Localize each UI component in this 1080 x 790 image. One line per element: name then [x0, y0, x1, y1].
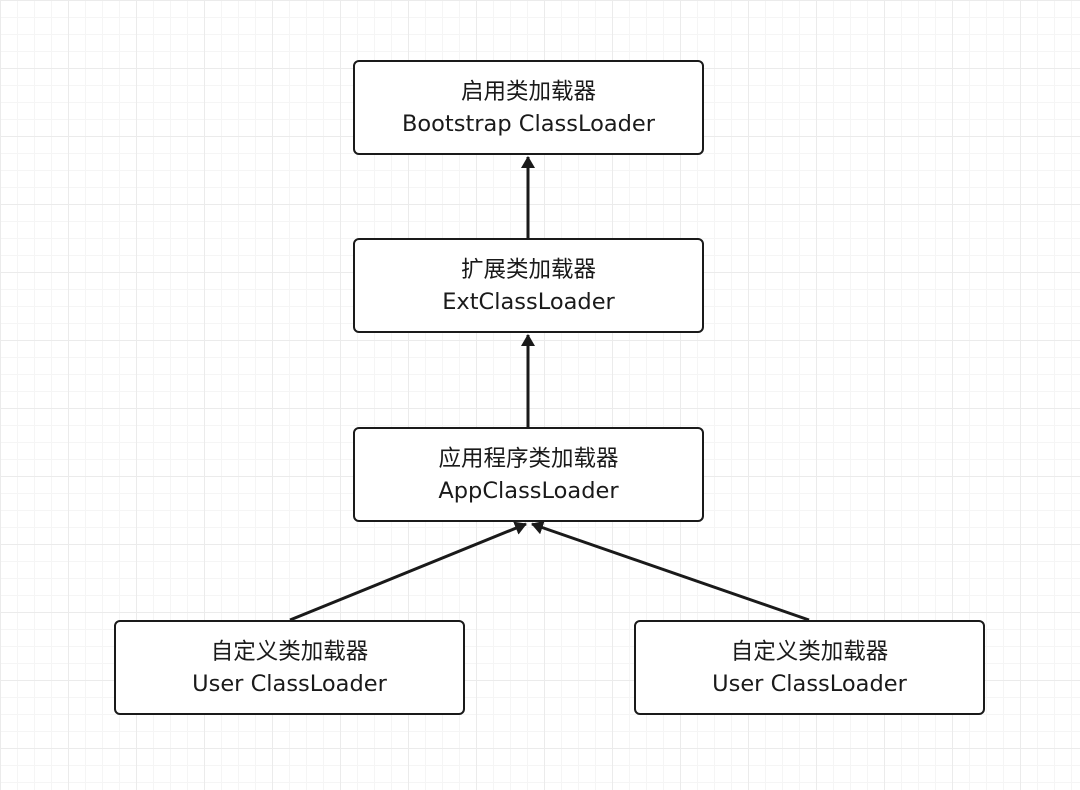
node-app-classloader: 应用程序类加载器 AppClassLoader [353, 427, 704, 522]
node-title: 自定义类加载器 [210, 638, 369, 665]
node-subtitle: ExtClassLoader [442, 288, 615, 315]
node-title: 启用类加载器 [460, 78, 596, 105]
node-subtitle: AppClassLoader [438, 477, 619, 504]
node-subtitle: User ClassLoader [712, 670, 907, 697]
node-title: 扩展类加载器 [460, 256, 596, 283]
node-subtitle: User ClassLoader [192, 670, 387, 697]
node-title: 自定义类加载器 [730, 638, 889, 665]
node-ext-classloader: 扩展类加载器 ExtClassLoader [353, 238, 704, 333]
node-user-classloader-left: 自定义类加载器 User ClassLoader [114, 620, 465, 715]
node-bootstrap-classloader: 启用类加载器 Bootstrap ClassLoader [353, 60, 704, 155]
arrow-user-1-to-app [289, 521, 527, 622]
node-subtitle: Bootstrap ClassLoader [401, 110, 656, 137]
node-user-classloader-right: 自定义类加载器 User ClassLoader [634, 620, 985, 715]
arrow-user-2-to-app [531, 520, 810, 622]
node-title: 应用程序类加载器 [438, 445, 619, 472]
